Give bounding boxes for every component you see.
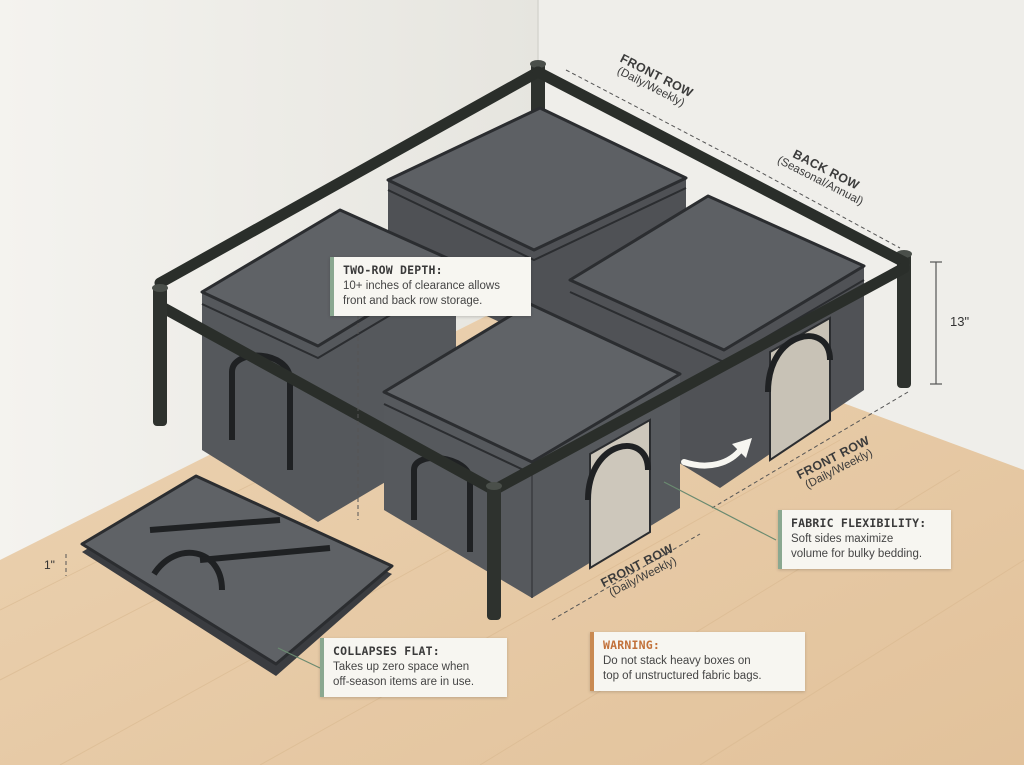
leader-lines: [277, 481, 777, 669]
rotate-arrow-icon: [681, 445, 745, 469]
arrow-head-icon: [732, 438, 752, 458]
thickness-dimension-label: 1": [44, 558, 55, 572]
frame-rails-top: [154, 66, 910, 289]
callout-two-row-depth: TWO-ROW DEPTH: 10+ inches of clearance a…: [330, 257, 531, 316]
callout-fabric-flexibility: FABRIC FLEXIBILITY: Soft sides maximize …: [778, 510, 951, 569]
dimension-lines: [65, 69, 909, 621]
height-dimension-label: 13": [950, 314, 970, 329]
frame-rails-front: [152, 262, 910, 620]
bag-front: [382, 302, 682, 598]
callout-warning: WARNING: Do not stack heavy boxes on top…: [590, 632, 805, 691]
bag-collapsed-flat: [80, 474, 394, 676]
height-marker: [930, 261, 942, 385]
callout-collapses-flat: COLLAPSES FLAT: Takes up zero space when…: [320, 638, 507, 697]
